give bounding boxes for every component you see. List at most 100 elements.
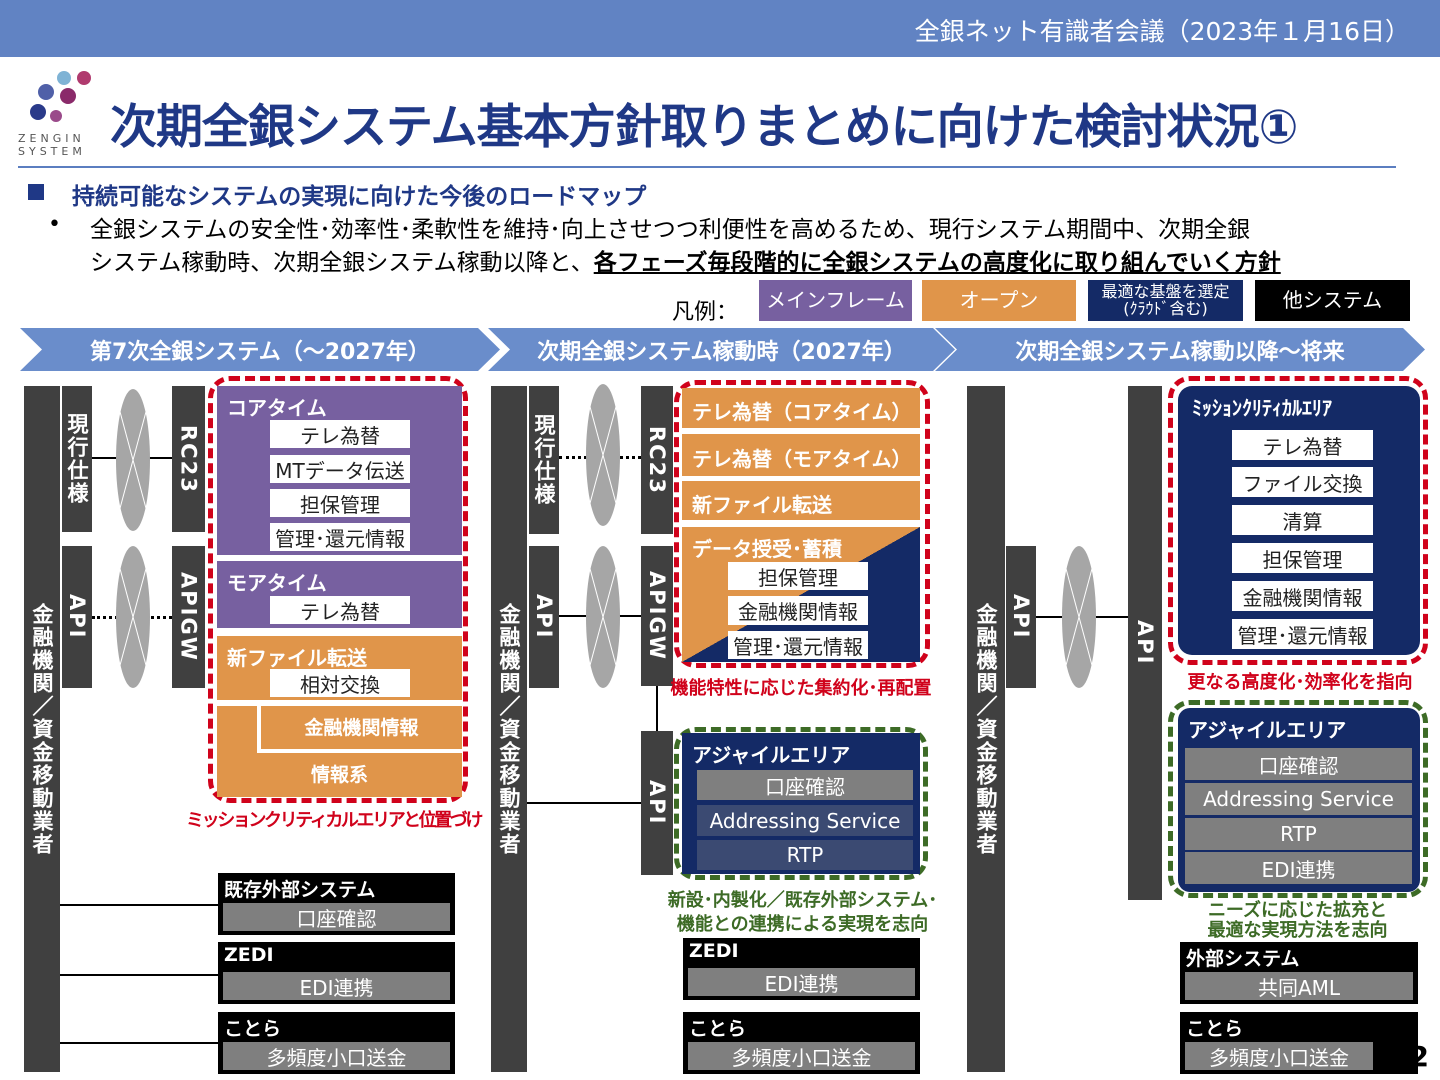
api-1: API bbox=[62, 546, 92, 688]
bullet-line-2: システム稼動時、次期全銀システム稼動以降と、 bbox=[90, 250, 594, 276]
legend-optimal-platform: 最適な基盤を選定(ｸﾗｳﾄﾞ含む) bbox=[1088, 280, 1243, 321]
kotora-box: ことら多頻度小口送金 bbox=[683, 1012, 920, 1074]
legend-mainframe: メインフレーム bbox=[759, 280, 912, 321]
mission-critical-frame-3 bbox=[1168, 376, 1428, 665]
external-title: ことら bbox=[689, 1018, 747, 1040]
connector-line bbox=[60, 904, 218, 906]
core-time-title: コアタイム bbox=[227, 396, 327, 420]
more-time-block: モアタイム bbox=[217, 561, 462, 628]
external-item: 多頻度小口送金 bbox=[688, 1042, 915, 1070]
participants-bar-2: 金融機関／資金移動業者 bbox=[491, 386, 527, 1072]
bullet-emphasis: 各フェーズ毎段階的に全銀システムの高度化に取り組んでいく方針 bbox=[593, 250, 1281, 276]
network-x-icon bbox=[586, 546, 620, 688]
mission-item: 管理･還元情報 bbox=[1232, 619, 1373, 649]
data-item: 金融機関情報 bbox=[728, 596, 868, 625]
core-item: テレ為替 bbox=[270, 420, 410, 448]
apigw-1: APIGW bbox=[172, 546, 205, 688]
agile-frame-2 bbox=[674, 727, 928, 880]
logo-dots-icon bbox=[30, 71, 91, 122]
mission-item: 清算 bbox=[1232, 505, 1373, 535]
external-item: 共同AML bbox=[1185, 972, 1413, 1000]
external-title: 既存外部システム bbox=[224, 879, 376, 901]
fi-info-block: 金融機関情報 bbox=[257, 706, 462, 753]
advancement-caption: 更なる高度化･効率化を指向 bbox=[1187, 672, 1413, 693]
header-bar: 全銀ネット有識者会議（2023年１月16日） bbox=[0, 0, 1440, 57]
connector-line bbox=[60, 974, 218, 976]
data-exchange-title: データ授受･蓄積 bbox=[692, 537, 842, 561]
data-exchange-block: データ授受･蓄積 bbox=[682, 527, 920, 662]
connector-line bbox=[527, 802, 641, 804]
kotora-box: ことら多頻度小口送金 bbox=[1180, 1012, 1418, 1074]
external-item: 多頻度小口送金 bbox=[1185, 1042, 1373, 1070]
logo-text-2: SYSTEM bbox=[18, 145, 86, 158]
mission-item: テレ為替 bbox=[1232, 430, 1373, 460]
phase-arrow-2: 次期全銀システム稼動時（2027年） bbox=[488, 328, 955, 371]
agile-caption-2: 最適な実現方法を志向 bbox=[1207, 920, 1388, 941]
mission-item: ファイル交換 bbox=[1232, 467, 1373, 497]
square-bullet-icon bbox=[28, 184, 44, 200]
mission-critical-caption: ミッションクリティカルエリアと位置づけ bbox=[186, 810, 483, 831]
connector-line bbox=[60, 1042, 218, 1044]
mission-item: 金融機関情報 bbox=[1232, 581, 1373, 611]
connector-line bbox=[656, 686, 658, 731]
external-title: ZEDI bbox=[224, 944, 274, 966]
information-title: 情報系 bbox=[310, 764, 368, 786]
agile-caption-1: 新設･内製化／既存外部システム･ bbox=[667, 890, 938, 911]
agile-item: 口座確認 bbox=[697, 770, 913, 800]
agile-item: Addressing Service bbox=[697, 805, 913, 836]
api-2: API bbox=[529, 546, 559, 688]
row-tele-more: テレ為替（モアタイム） bbox=[682, 434, 920, 476]
external-item: 口座確認 bbox=[223, 903, 450, 931]
zedi-box: ZEDI EDI連携 bbox=[218, 942, 455, 1004]
agile-frame-3 bbox=[1168, 700, 1428, 898]
row-new-file: 新ファイル転送 bbox=[682, 481, 920, 520]
agile-caption-2: 機能との連携による実現を志向 bbox=[676, 914, 929, 935]
agile-item: 口座確認 bbox=[1185, 748, 1412, 780]
data-item: 担保管理 bbox=[728, 562, 868, 590]
network-x-icon bbox=[1062, 546, 1096, 688]
network-x-icon bbox=[116, 389, 150, 531]
consolidation-caption: 機能特性に応じた集約化･再配置 bbox=[670, 678, 932, 699]
new-file-transfer-title: 新ファイル転送 bbox=[227, 646, 367, 670]
api-3: API bbox=[1006, 546, 1036, 688]
apigw-2: APIGW bbox=[641, 546, 673, 686]
zengin-logo: ZENGIN SYSTEM bbox=[18, 68, 98, 160]
page-title: 次期全銀システム基本方針取りまとめに向けた検討状況① bbox=[110, 100, 1298, 155]
external-title: ことら bbox=[224, 1018, 282, 1040]
external-system-box: 既存外部システム口座確認 bbox=[218, 873, 455, 935]
agile-item: EDI連携 bbox=[1185, 852, 1412, 884]
bullet-dot-icon: • bbox=[48, 212, 61, 237]
core-item: MTデータ伝送 bbox=[270, 455, 410, 483]
external-title: 外部システム bbox=[1186, 948, 1300, 970]
phase-arrow-3: 次期全銀システム稼動以降～将来 bbox=[935, 328, 1425, 371]
bullet-line-1: 全銀システムの安全性･効率性･柔軟性を維持･向上させつつ利便性を高めるため、現行… bbox=[90, 217, 1251, 243]
network-x-icon bbox=[116, 546, 150, 688]
legend-open: オープン bbox=[922, 280, 1076, 321]
consolidation-frame bbox=[674, 380, 930, 668]
agile-title: アジャイルエリア bbox=[1188, 718, 1347, 742]
rc23-1: RC23 bbox=[172, 386, 205, 532]
api-2b: API bbox=[641, 731, 673, 875]
external-item: EDI連携 bbox=[223, 972, 450, 1000]
participants-bar-1: 金融機関／資金移動業者 bbox=[24, 386, 60, 1072]
file-item: 相対交換 bbox=[270, 669, 410, 697]
agile-item: Addressing Service bbox=[1185, 783, 1412, 815]
legend-other-system: 他システム bbox=[1255, 280, 1410, 321]
api-3-gateway: API bbox=[1128, 386, 1162, 900]
current-spec-2: 現行仕様 bbox=[529, 386, 559, 534]
data-item: 管理･還元情報 bbox=[728, 631, 868, 659]
agile-caption-1: ニーズに応じた拡充と bbox=[1207, 900, 1388, 921]
external-item: 多頻度小口送金 bbox=[223, 1042, 450, 1070]
phase-arrow-1: 第7次全銀システム（～2027年） bbox=[20, 328, 500, 371]
more-item: テレ為替 bbox=[270, 596, 410, 624]
mission-critical-frame-1 bbox=[208, 376, 468, 803]
meeting-label: 全銀ネット有識者会議（2023年１月16日） bbox=[914, 17, 1410, 46]
legend-label: 凡例： bbox=[672, 300, 739, 325]
logo-text-1: ZENGIN bbox=[18, 132, 85, 145]
title-divider bbox=[18, 166, 1396, 168]
row-tele-core: テレ為替（コアタイム） bbox=[682, 388, 920, 428]
external-title: ことら bbox=[1186, 1018, 1244, 1040]
participants-bar-3: 金融機関／資金移動業者 bbox=[967, 386, 1005, 1072]
network-x-icon bbox=[586, 384, 620, 526]
